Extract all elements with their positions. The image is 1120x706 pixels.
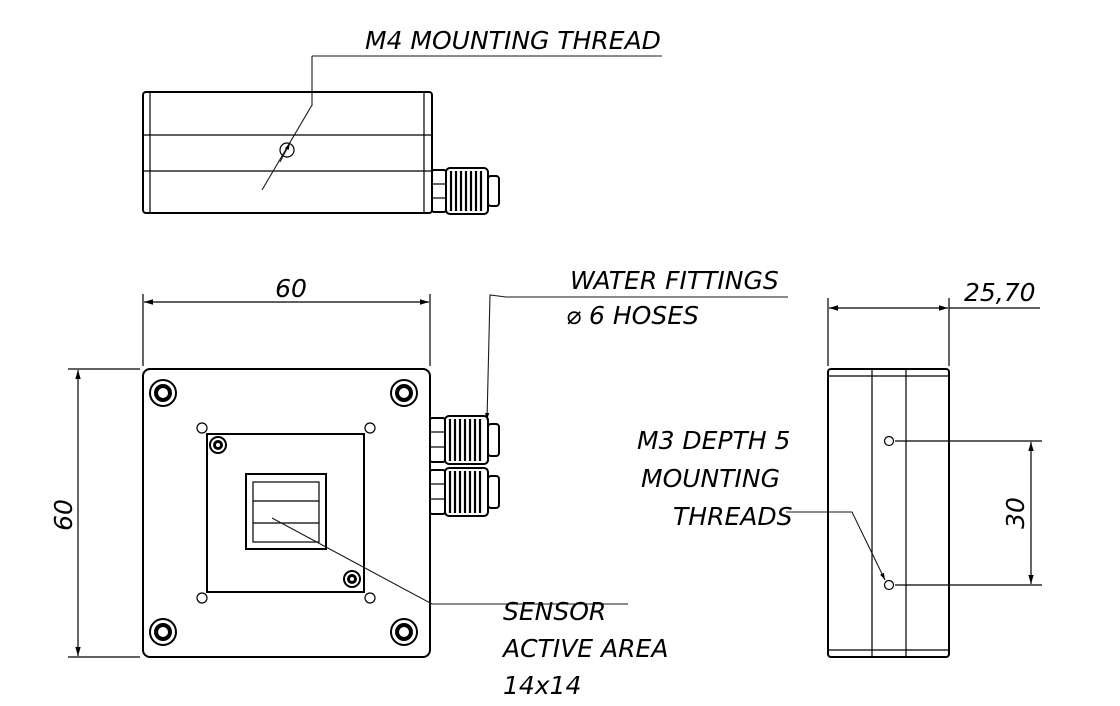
sensor-plate <box>206 433 365 593</box>
water-fittings-hose-label: ⌀ 6 HOSES <box>566 301 699 330</box>
plate-screw <box>343 570 361 588</box>
m3-thread-hole <box>883 435 895 447</box>
corner-screw <box>390 379 418 407</box>
sensor-active-area-label: ACTIVE AREA <box>501 634 668 663</box>
mounting-hole <box>196 592 208 604</box>
mounting-hole <box>364 592 376 604</box>
front-view <box>142 368 500 658</box>
m3-thread-hole <box>883 579 895 591</box>
water-fitting-upper <box>429 415 500 465</box>
sensor-size-label: 14x14 <box>503 671 581 700</box>
water-fittings-label: WATER FITTINGS <box>570 266 779 295</box>
side-view-body <box>827 368 950 658</box>
top-view-body <box>142 91 433 214</box>
front-width-dimension: 60 <box>142 274 431 366</box>
corner-screw <box>390 618 418 646</box>
side-depth-dimension: 25,70 <box>827 278 1040 366</box>
front-height-dimension: 60 <box>49 368 140 658</box>
plate-screw <box>209 436 227 454</box>
mounting-hole <box>364 422 376 434</box>
top-water-fitting <box>431 167 500 215</box>
hole-spacing-dimension: 30 <box>895 440 1042 586</box>
mounting-hole <box>196 422 208 434</box>
top-view <box>142 91 500 215</box>
m3-mounting-label: MOUNTING <box>641 464 780 493</box>
side-depth-value: 25,70 <box>964 278 1036 307</box>
corner-screw <box>149 618 177 646</box>
m3-threads-label: THREADS <box>673 502 793 531</box>
side-view <box>827 368 950 658</box>
m4-thread-label: M4 MOUNTING THREAD <box>365 26 661 55</box>
sensor-label: SENSOR <box>503 597 606 626</box>
front-width-value: 60 <box>275 274 307 303</box>
water-fitting-lower <box>429 467 500 517</box>
front-height-value: 60 <box>49 499 78 531</box>
sensor-window <box>245 473 327 550</box>
corner-screw <box>149 379 177 407</box>
hole-spacing-value: 30 <box>1001 497 1030 529</box>
front-view-body <box>142 368 431 658</box>
m3-thread-label: M3 DEPTH 5 <box>637 426 790 455</box>
